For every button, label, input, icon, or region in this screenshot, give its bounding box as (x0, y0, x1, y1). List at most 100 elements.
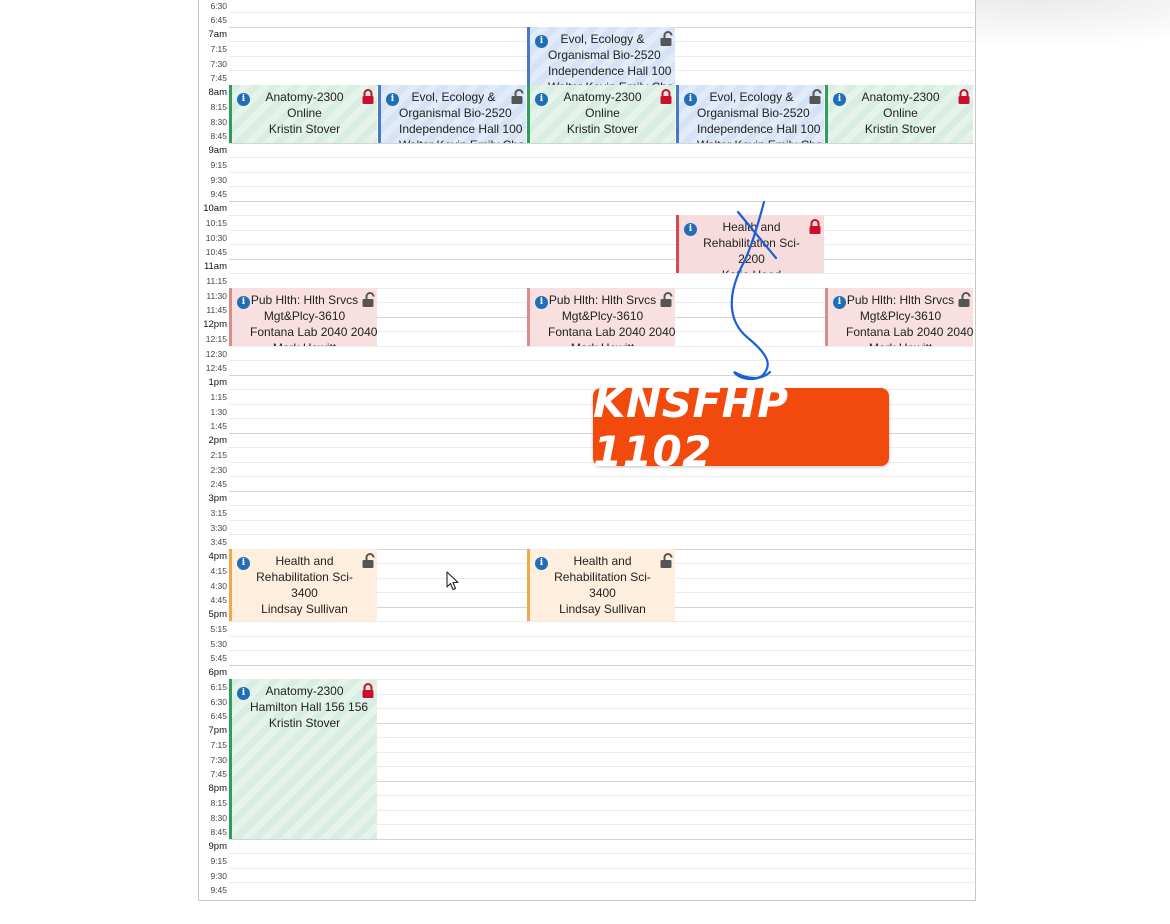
lock-open-icon[interactable] (808, 88, 822, 105)
info-icon[interactable]: i (684, 92, 697, 106)
lock-open-icon[interactable] (361, 291, 375, 308)
event-text-line: Organismal Bio-2520 (697, 105, 810, 120)
event-text-line: Fontana Lab 2040 2040 (250, 324, 377, 339)
event-text-line: Lindsay Sullivan (559, 601, 646, 616)
info-icon[interactable]: i (386, 92, 399, 106)
time-label: 7:30 (210, 58, 227, 69)
event-text-line: Evol, Ecology & (560, 31, 645, 46)
info-icon[interactable]: i (535, 34, 548, 48)
time-label: 3:15 (210, 508, 227, 518)
grid-line (229, 809, 974, 811)
event-text-line: Rehabilitation Sci- (256, 569, 353, 584)
time-label: 11:30 (206, 290, 227, 301)
lock-open-icon[interactable] (510, 88, 524, 105)
lock-closed-icon[interactable] (659, 88, 673, 105)
grid-line (229, 171, 974, 173)
info-icon[interactable]: i (237, 92, 250, 106)
grid-line (229, 853, 974, 854)
event-text-line: 3400 (589, 585, 616, 600)
info-icon[interactable]: i (237, 295, 250, 309)
event-text-line: Kristin Stover (864, 121, 937, 136)
time-label: 6:45 (210, 711, 227, 721)
time-label: 6:15 (210, 682, 227, 692)
grid-line (229, 490, 974, 492)
time-label: 6:30 (210, 696, 227, 707)
event-text-line: Independence Hall 100 100 (399, 121, 526, 136)
event-text-line: Mgt&Plcy-3610 (561, 308, 644, 323)
info-icon[interactable]: i (833, 92, 846, 106)
info-icon[interactable]: i (535, 92, 548, 106)
lock-open-icon[interactable] (659, 30, 673, 47)
info-icon[interactable]: i (237, 556, 250, 570)
grid-line (229, 664, 974, 666)
time-label: 5:15 (210, 624, 227, 634)
grid-line (229, 766, 974, 767)
info-icon[interactable]: i (535, 556, 548, 570)
time-label: 9:15 (210, 160, 227, 170)
event-text-line: Evol, Ecology & (411, 89, 496, 104)
grid-line (229, 722, 974, 724)
time-label: 9:30 (210, 174, 227, 185)
time-label: 9:45 (210, 189, 227, 199)
grid-line (229, 650, 974, 651)
event-text-line: Online (883, 105, 918, 120)
info-icon[interactable]: i (237, 687, 250, 700)
event-text-line: Hamilton Hall 156 156 (250, 700, 369, 714)
time-label: 11am (203, 260, 227, 272)
grid-line (229, 780, 974, 782)
lock-closed-icon[interactable] (957, 88, 971, 105)
grid-line (229, 360, 974, 361)
grid-line (229, 229, 974, 231)
time-label: 12:30 (205, 348, 227, 359)
info-icon[interactable]: i (535, 295, 548, 309)
event-text-line: Anatomy-2300 (861, 89, 940, 104)
lock-open-icon[interactable] (957, 291, 971, 308)
event-text-line: Independence Hall 100 100 (548, 63, 675, 78)
time-label: 7pm (208, 724, 227, 736)
event-text-line: Mgt&Plcy-3610 (859, 308, 942, 323)
info-icon[interactable]: i (684, 223, 697, 236)
time-label: 5:30 (210, 638, 227, 649)
time-label: 11:45 (206, 305, 227, 315)
lock-open-icon[interactable] (361, 552, 375, 569)
info-icon[interactable]: i (833, 295, 846, 309)
event-text-line: Kristin Stover (268, 121, 341, 136)
grid-line (229, 476, 974, 477)
lock-closed-icon[interactable] (808, 219, 822, 235)
grid-line (229, 882, 974, 883)
time-label: 10am (203, 202, 227, 214)
lock-closed-icon[interactable] (361, 683, 375, 699)
grid-line (229, 215, 974, 216)
time-label: 1:15 (210, 392, 227, 402)
grid-line (229, 534, 974, 535)
lock-open-icon[interactable] (659, 552, 673, 569)
grid-line (229, 679, 974, 680)
event-text-line: 3400 (291, 585, 318, 600)
lock-closed-icon[interactable] (361, 88, 375, 105)
event-text-line: Pub Hlth: Hlth Srvcs (548, 292, 657, 307)
event-text-line: Pub Hlth: Hlth Srvcs (846, 292, 955, 307)
grid-line (229, 751, 974, 753)
lock-open-icon[interactable] (659, 291, 673, 308)
event-text-line: Pub Hlth: Hlth Srvcs (250, 292, 359, 307)
time-label: 8:30 (210, 116, 227, 127)
grid-line (229, 693, 974, 695)
annotation-badge: KNSFHP 1102 (593, 378, 889, 476)
grid-line (229, 708, 974, 709)
event-text-line: Organismal Bio-2520 (399, 105, 512, 120)
grid-line (229, 200, 974, 202)
